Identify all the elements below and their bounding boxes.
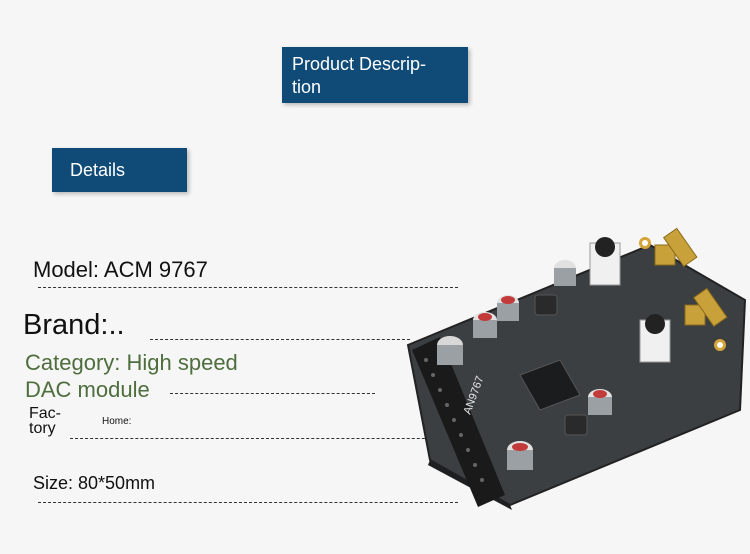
pin-header xyxy=(412,337,505,507)
category-spec-line1: Category: High speed xyxy=(25,350,238,375)
dac-chip xyxy=(519,359,581,411)
details-label: Details xyxy=(70,160,126,180)
home-spec: Home: xyxy=(102,416,132,427)
factory-divider xyxy=(70,438,460,439)
product-description-label: Product Descrip- tion xyxy=(292,54,427,97)
factory-spec: Fac- tory xyxy=(29,405,61,437)
details-banner: Details xyxy=(52,148,187,192)
category-spec-line2: DAC module xyxy=(25,377,150,402)
product-description-banner: Product Descrip- tion xyxy=(282,47,468,103)
size-divider xyxy=(38,502,458,503)
model-spec: Model: ACM 9767 xyxy=(33,257,208,282)
brand-divider xyxy=(150,339,410,340)
pcb xyxy=(406,243,747,507)
model-divider xyxy=(38,287,458,288)
category-divider xyxy=(170,393,375,394)
dac-board-image: AN9767 xyxy=(406,227,747,510)
brand-spec: Brand:.. xyxy=(23,309,125,341)
sma-connectors xyxy=(654,227,728,328)
size-spec: Size: 80*50mm xyxy=(33,473,156,493)
